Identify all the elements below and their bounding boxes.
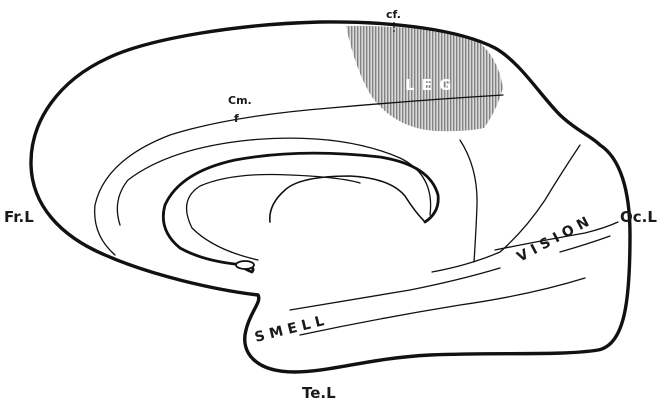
inferior-temporal-sulcus (300, 278, 585, 335)
fornix (187, 174, 360, 260)
label-f: f (234, 112, 239, 125)
parieto-occipital-sulcus (432, 145, 580, 272)
anterior-commissure (236, 261, 254, 269)
label-frontal-lobe: Fr.L (4, 208, 34, 226)
corpus-callosum-outer (163, 153, 438, 272)
label-cf: cf. (386, 8, 401, 21)
label-temporal-lobe: Te.L (302, 384, 336, 402)
label-vision: V I S I O N (514, 214, 592, 265)
label-cm: Cm. (228, 94, 252, 107)
label-smell: S M E L L (253, 313, 326, 346)
hemisphere-outline (31, 22, 630, 372)
corpus-callosum-inner (270, 176, 425, 222)
label-occipital-lobe: Oc.L (620, 208, 657, 226)
paracentral-sulcus (460, 140, 477, 262)
label-leg: L E G (405, 76, 453, 94)
